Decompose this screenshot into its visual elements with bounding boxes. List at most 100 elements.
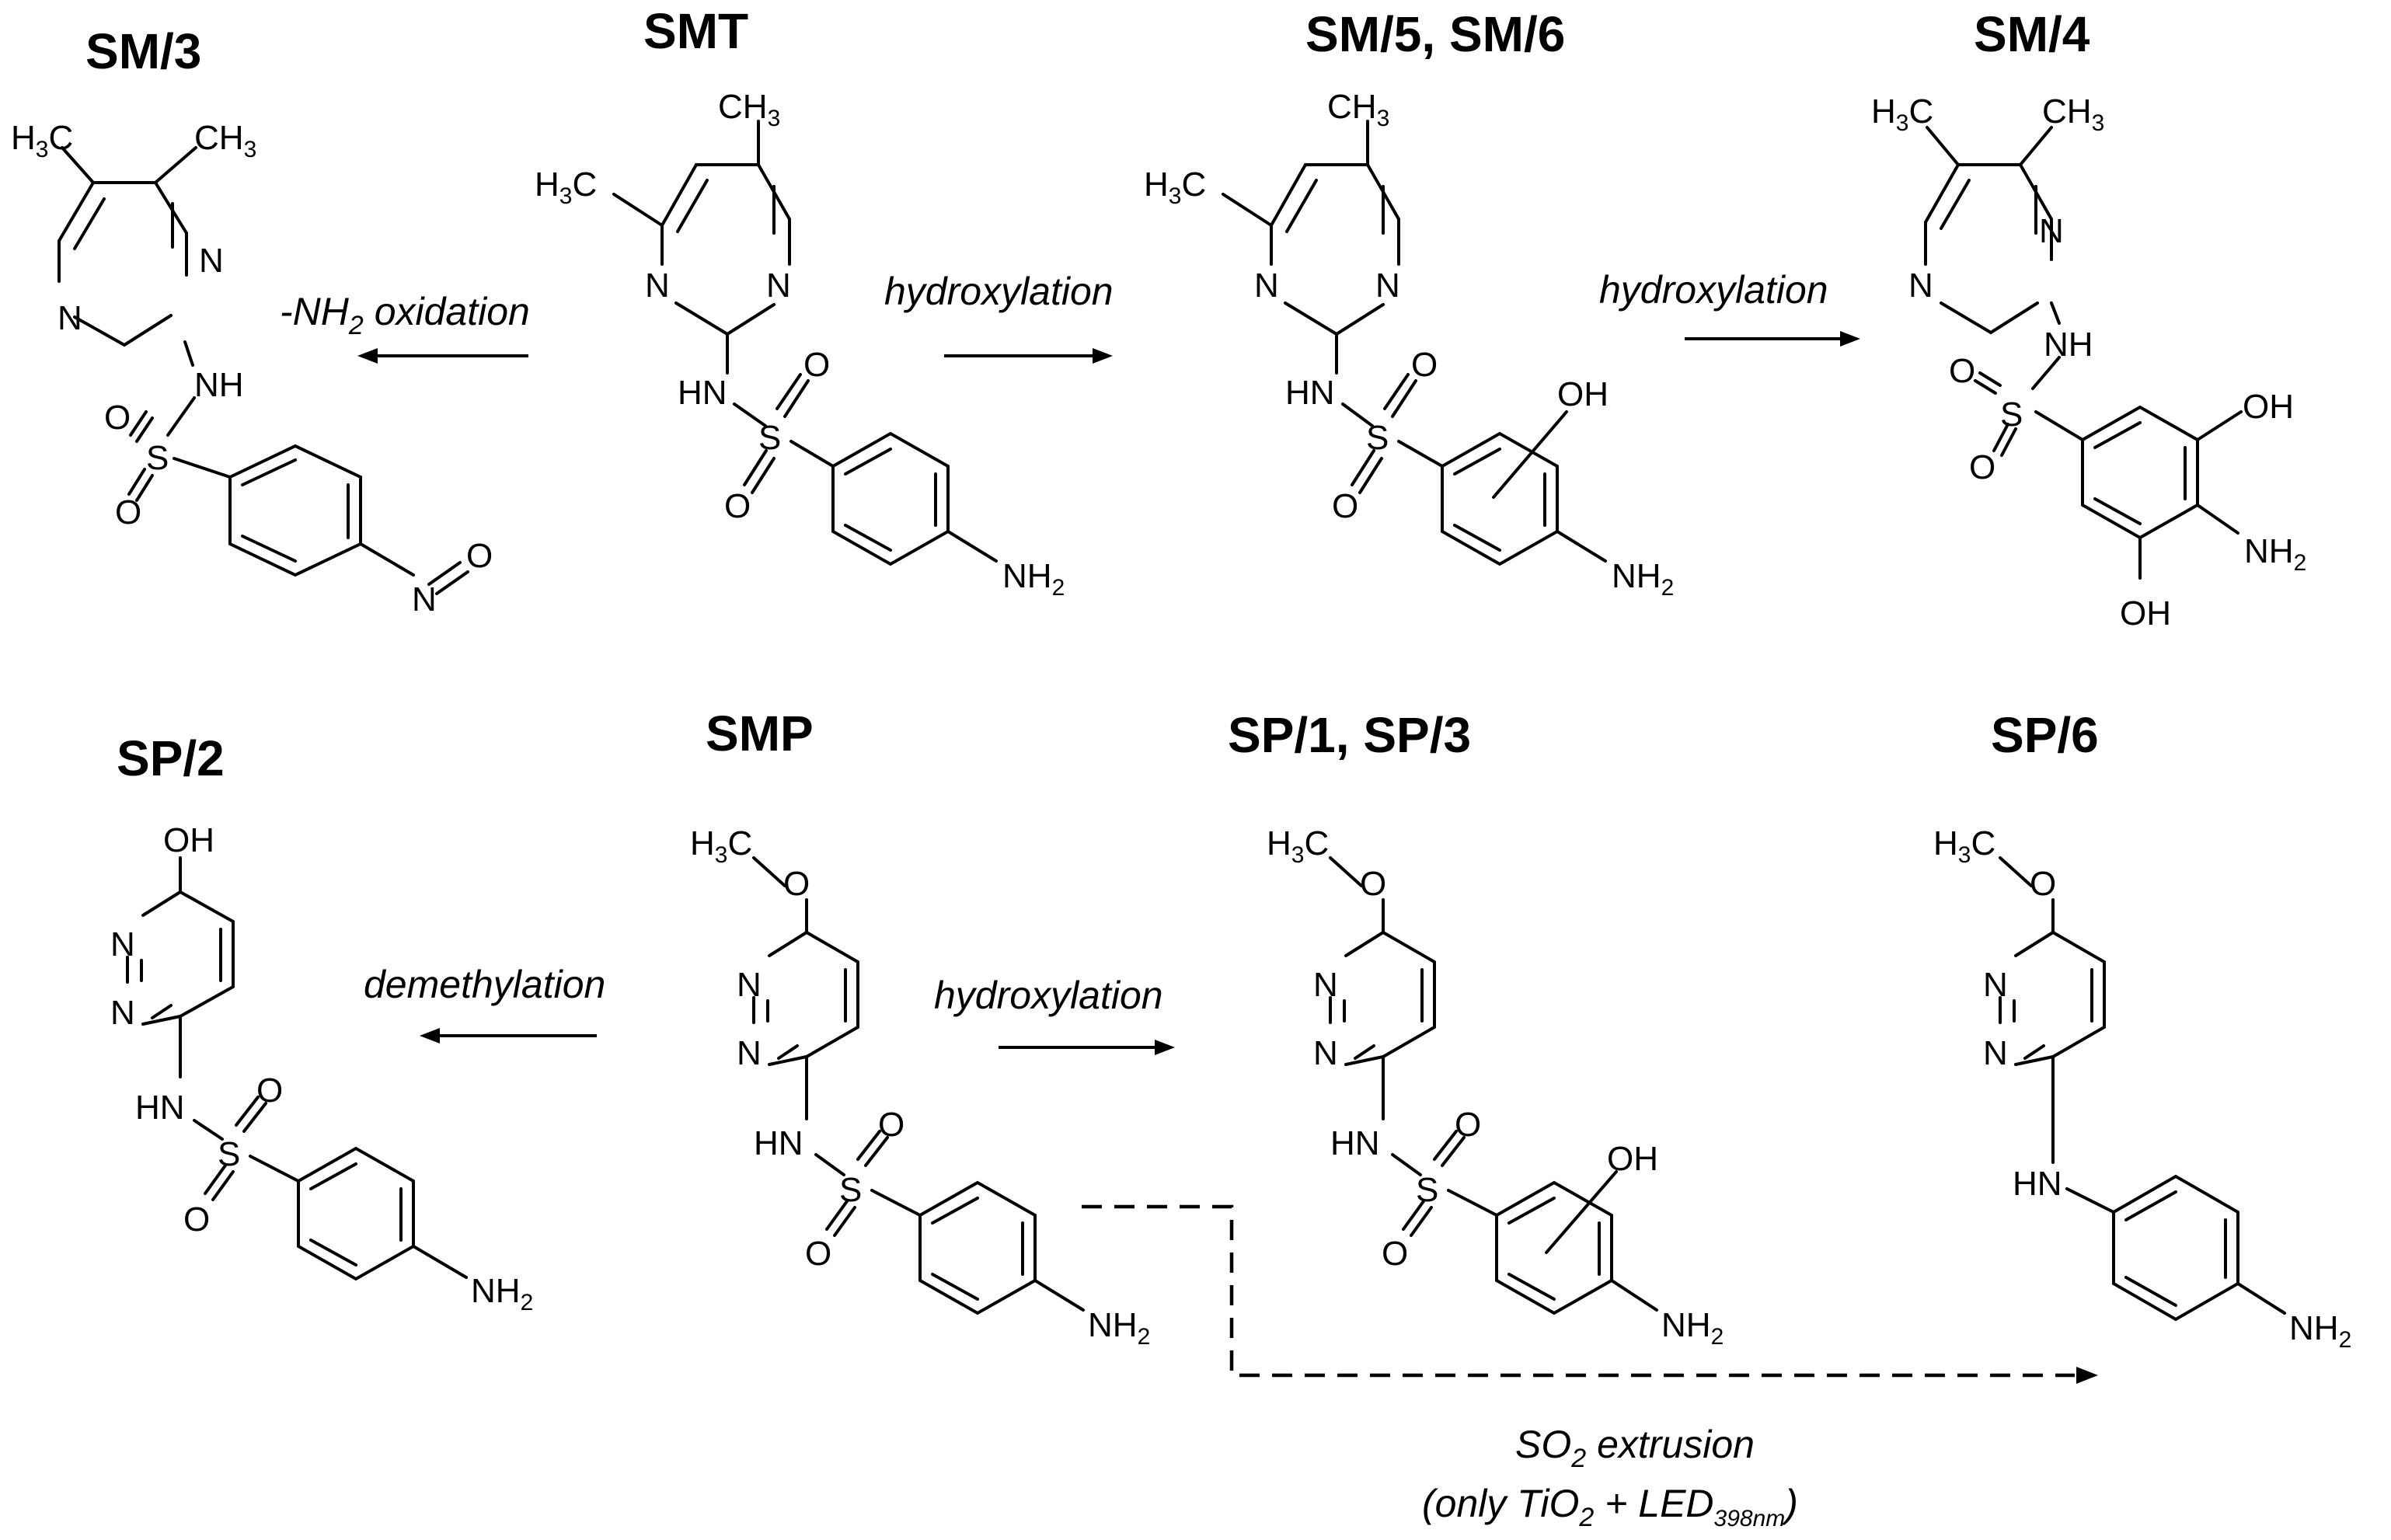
svg-text:NH: NH [2044,326,2093,364]
svg-text:S: S [839,1171,862,1209]
structure-sp13: H3C O N N HN S O O OH NH2 [1267,824,1724,1350]
structure-sm4: H3C CH3 N N NH S O O OH NH2 OH [1871,92,2306,632]
svg-text:O: O [878,1106,904,1144]
svg-text:O: O [1455,1106,1481,1144]
svg-text:H3C: H3C [1144,165,1206,209]
svg-text:NH: NH [194,366,244,404]
arrow-hydroxylation-3 [999,1040,1175,1055]
svg-text:H3C: H3C [690,824,752,868]
svg-text:N: N [58,299,82,337]
svg-text:H3C: H3C [1933,824,1995,868]
svg-text:CH3: CH3 [1327,88,1389,131]
svg-text:N: N [1254,267,1279,305]
arrow-hydroxylation-1 [944,348,1113,364]
svg-text:O: O [1969,448,1995,486]
svg-text:N: N [766,267,791,305]
structure-sp2: OH N N HN S O O NH2 [110,821,533,1315]
structure-sm56: H3C CH3 N N HN S O O OH NH2 [1144,88,1674,601]
svg-text:HN: HN [1285,374,1335,412]
structure-smp: H3C O N N HN S O O NH2 [690,824,1150,1350]
svg-text:H3C: H3C [11,119,73,162]
svg-text:O: O [803,346,830,384]
svg-text:NH2: NH2 [471,1272,533,1315]
svg-text:NH2: NH2 [1002,557,1065,601]
svg-text:HN: HN [754,1124,803,1162]
title-smt: SMT [643,3,748,59]
svg-text:NH2: NH2 [2244,532,2306,576]
svg-text:H3C: H3C [1871,92,1933,136]
svg-text:S: S [218,1135,240,1173]
svg-text:O: O [256,1071,283,1110]
label-nh2-oxidation: -NH2 oxidation [280,290,530,340]
title-sm3: SM/3 [85,23,201,79]
arrow-demethylation [420,1028,597,1044]
svg-text:O: O [805,1235,831,1273]
svg-text:O: O [1332,487,1358,525]
svg-text:N: N [199,242,224,280]
svg-text:O: O [104,399,131,437]
svg-text:N: N [1313,966,1338,1004]
arrow-hydroxylation-2 [1685,331,1860,347]
svg-text:S: S [2000,395,2023,434]
label-so2-extrusion: SO2 extrusion [1515,1423,1755,1473]
svg-text:O: O [724,487,751,525]
svg-text:OH: OH [1557,375,1609,413]
svg-text:NH2: NH2 [2289,1309,2351,1353]
structure-sp6: H3C O N N HN NH2 [1933,824,2351,1353]
svg-text:N: N [737,1034,762,1072]
svg-text:OH: OH [2120,594,2171,632]
title-sm56: SM/5, SM/6 [1305,6,1565,62]
svg-text:OH: OH [1607,1140,1658,1178]
svg-text:N: N [1983,966,2008,1004]
svg-text:O: O [1382,1235,1408,1273]
svg-text:N: N [1983,1034,2008,1072]
svg-text:N: N [412,580,437,618]
arrow-nh2-oxidation [357,348,528,364]
svg-text:HN: HN [135,1089,185,1127]
label-hydroxylation-1: hydroxylation [884,270,1114,313]
svg-text:H3C: H3C [535,165,597,209]
svg-text:N: N [1375,267,1400,305]
svg-text:O: O [466,537,493,575]
title-sp13: SP/1, SP/3 [1228,707,1471,763]
svg-text:CH3: CH3 [194,119,256,162]
svg-text:OH: OH [163,821,214,859]
title-sp2: SP/2 [117,730,225,786]
arrow-so2-extrusion [1082,1204,2098,1384]
svg-text:N: N [645,267,670,305]
svg-text:N: N [110,994,135,1032]
svg-text:CH3: CH3 [2042,92,2104,136]
svg-text:N: N [2039,212,2064,250]
svg-text:O: O [1360,865,1386,903]
svg-text:O: O [1411,346,1438,384]
structure-smt: H3C CH3 N N HN S O O NH2 [535,88,1065,601]
svg-text:S: S [1416,1171,1438,1209]
structure-sm3: H3C CH3 N N NH S O O N O [11,119,493,618]
svg-text:O: O [115,493,141,531]
svg-text:H3C: H3C [1267,824,1329,868]
svg-text:N: N [110,925,135,963]
svg-text:OH: OH [2243,388,2294,426]
svg-text:N: N [1313,1034,1338,1072]
label-hydroxylation-2: hydroxylation [1599,268,1828,312]
svg-text:S: S [758,419,781,457]
title-smp: SMP [706,706,814,761]
svg-text:S: S [146,439,169,477]
svg-text:N: N [737,966,762,1004]
svg-text:HN: HN [1330,1124,1380,1162]
label-demethylation: demethylation [364,963,605,1006]
svg-text:NH2: NH2 [1612,557,1674,601]
svg-text:O: O [1949,352,1975,390]
label-hydroxylation-3: hydroxylation [934,974,1163,1017]
svg-text:O: O [183,1200,210,1239]
svg-text:CH3: CH3 [718,88,780,131]
svg-text:S: S [1366,419,1389,457]
svg-text:O: O [2030,865,2056,903]
title-sm4: SM/4 [1974,6,2090,62]
svg-text:NH2: NH2 [1088,1306,1150,1350]
svg-text:HN: HN [2013,1165,2062,1203]
title-sp6: SP/6 [1991,707,2099,763]
label-condition: (only TiO2 + LED398nm) [1422,1482,1798,1532]
svg-text:N: N [1908,267,1933,305]
